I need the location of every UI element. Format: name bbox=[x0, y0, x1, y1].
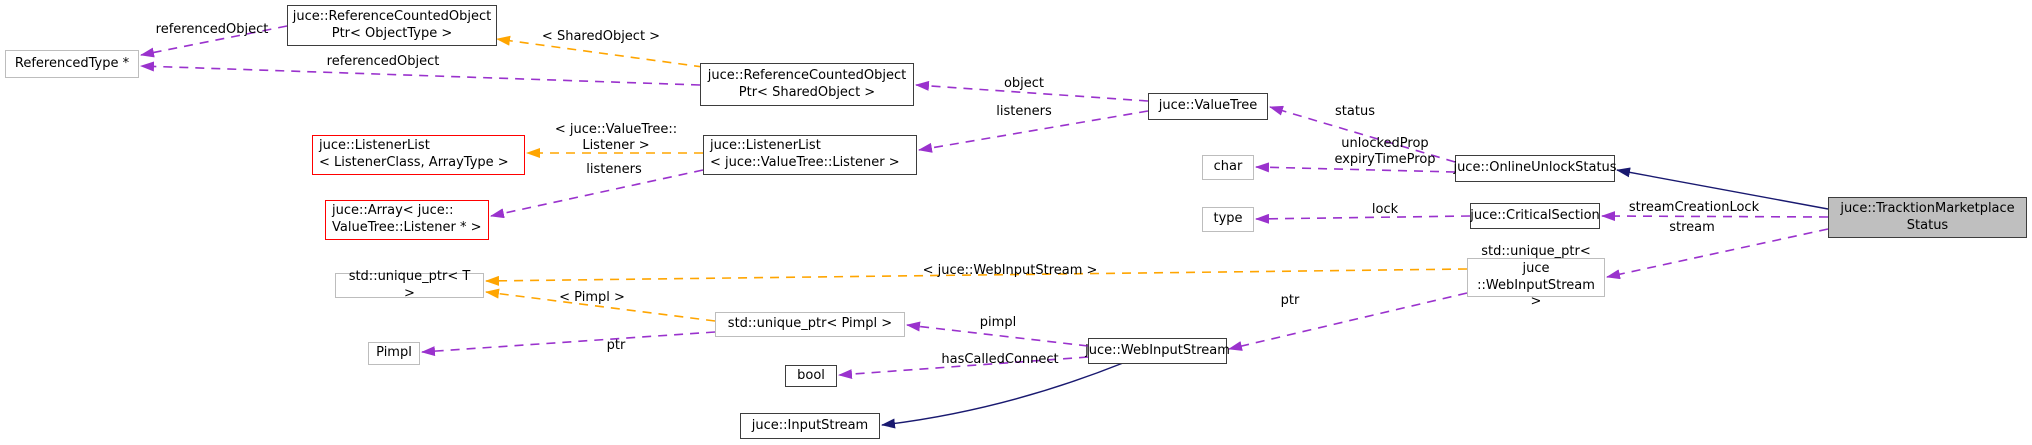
node-onlineunlockstatus[interactable]: juce::OnlineUnlockStatus bbox=[1453, 155, 1617, 182]
edge-stream bbox=[1606, 228, 1829, 280]
edge-label-pimpl: pimpl bbox=[979, 315, 1017, 330]
edge-label-referencedobject-2: referencedObject bbox=[326, 54, 440, 69]
node-valuetree[interactable]: juce::ValueTree bbox=[1148, 93, 1268, 120]
edge-label-lock: lock bbox=[1371, 202, 1399, 217]
edge-label-listeners-valuetree: listeners bbox=[996, 104, 1052, 119]
node-bool[interactable]: bool bbox=[785, 365, 837, 387]
edge-referencedobject-objecttype bbox=[140, 25, 288, 58]
edge-label-hascalledconnect: hasCalledConnect bbox=[941, 352, 1059, 367]
edge-label-ptr-pimpl: ptr bbox=[606, 338, 626, 353]
node-type: type bbox=[1202, 207, 1254, 232]
edge-inheritance-inputstream bbox=[881, 362, 1124, 429]
edge-label-template-sharedobject: < SharedObject > bbox=[541, 29, 661, 44]
node-referencedtype: ReferencedType * bbox=[5, 50, 139, 78]
node-pimpl: Pimpl bbox=[368, 342, 420, 365]
node-inputstream[interactable]: juce::InputStream bbox=[740, 413, 880, 439]
edge-status bbox=[1269, 105, 1456, 163]
node-listenerlist-template[interactable]: juce::ListenerList < ListenerClass, Arra… bbox=[312, 135, 525, 175]
edge-object bbox=[915, 80, 1149, 102]
node-referencecountedobjectptr-objecttype[interactable]: juce::ReferenceCountedObject Ptr< Object… bbox=[287, 5, 497, 46]
edge-template-sharedobject bbox=[496, 35, 704, 68]
edge-ptr-pimpl bbox=[421, 331, 716, 357]
node-array-valuetree-listener[interactable]: juce::Array< juce:: ValueTree::Listener … bbox=[325, 200, 489, 240]
edge-template-webinputstream bbox=[485, 268, 1468, 286]
node-referencecountedobjectptr-sharedobject[interactable]: juce::ReferenceCountedObject Ptr< Shared… bbox=[700, 63, 914, 106]
node-criticalsection[interactable]: juce::CriticalSection bbox=[1470, 203, 1600, 229]
node-listenerlist-valuetree-listener[interactable]: juce::ListenerList < juce::ValueTree::Li… bbox=[703, 135, 917, 175]
edge-label-ptr-webinputstream: ptr bbox=[1280, 293, 1300, 308]
edge-inheritance-onlineunlockstatus bbox=[1616, 167, 1829, 210]
node-unique-ptr-webinputstream: std::unique_ptr< juce ::WebInputStream > bbox=[1467, 244, 1605, 309]
edge-label-listeners-listenerlist: listeners bbox=[586, 162, 642, 177]
edge-listeners-array bbox=[490, 169, 704, 219]
node-unique-ptr-t: std::unique_ptr< T > bbox=[335, 269, 484, 301]
node-unique-ptr-pimpl: std::unique_ptr< Pimpl > bbox=[715, 312, 905, 337]
edge-label-stream: stream bbox=[1669, 220, 1715, 235]
edge-label-referencedobject-1: referencedObject bbox=[155, 22, 269, 37]
node-char: char bbox=[1202, 155, 1254, 180]
edge-label-status: status bbox=[1335, 104, 1375, 119]
edge-label-template-pimpl: < Pimpl > bbox=[559, 290, 625, 305]
edge-streamcreationlock bbox=[1601, 211, 1829, 222]
edge-label-streamcreationlock: streamCreationLock bbox=[1628, 200, 1760, 215]
node-webinputstream[interactable]: juce::WebInputStream bbox=[1085, 338, 1230, 364]
edge-label-template-valuetree-listener: < juce::ValueTree:: Listener > bbox=[554, 122, 678, 153]
node-tracktionmarketplacestatus[interactable]: juce::TracktionMarketplace Status bbox=[1828, 197, 2027, 238]
edge-hascalledconnect bbox=[838, 356, 1089, 380]
edge-label-object: object bbox=[1003, 76, 1045, 91]
edge-label-template-webinputstream: < juce::WebInputStream > bbox=[922, 263, 1098, 278]
edge-pimpl-member bbox=[906, 321, 1089, 347]
edge-label-unlockedprop-expirytimeprop: unlockedProp expiryTimeProp bbox=[1334, 136, 1436, 167]
edge-listeners-valuetree bbox=[918, 110, 1149, 153]
edge-lock bbox=[1255, 213, 1471, 224]
edge-ptr-webinputstream bbox=[1228, 292, 1468, 351]
edge-template-pimpl bbox=[485, 288, 716, 322]
edge-referencedobject-sharedobject bbox=[140, 61, 701, 86]
edge-unlockedprop-expirytimeprop bbox=[1255, 162, 1456, 173]
